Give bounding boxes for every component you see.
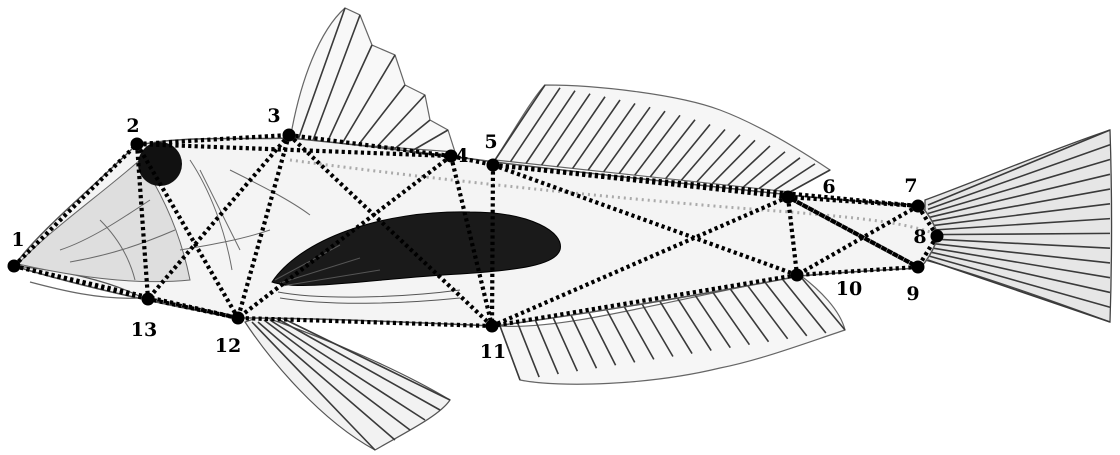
- landmark-label-6: 6: [822, 176, 835, 198]
- landmark-label-1: 1: [11, 229, 24, 251]
- caudal-fin: [925, 130, 1112, 322]
- first-dorsal-fin: [290, 8, 455, 152]
- landmark-label-7: 7: [904, 175, 917, 197]
- landmark-point-7: [912, 200, 925, 213]
- landmark-label-8: 8: [913, 226, 926, 248]
- landmark-label-5: 5: [484, 131, 497, 153]
- landmark-label-13: 13: [131, 319, 157, 341]
- landmark-point-11: [486, 320, 499, 333]
- landmark-label-10: 10: [836, 278, 862, 300]
- eye: [138, 142, 182, 186]
- landmark-point-13: [142, 293, 155, 306]
- landmark-label-3: 3: [267, 105, 280, 127]
- landmark-label-11: 11: [480, 341, 506, 363]
- landmark-point-2: [131, 138, 144, 151]
- landmark-point-12: [232, 312, 245, 325]
- landmark-point-9: [912, 261, 925, 274]
- landmark-label-9: 9: [906, 283, 919, 305]
- landmark-point-10: [791, 269, 804, 282]
- landmark-point-3: [283, 129, 296, 142]
- pelvic-fin: [245, 316, 450, 450]
- landmark-point-8: [931, 230, 944, 243]
- landmark-point-5: [487, 159, 500, 172]
- landmark-label-4: 4: [455, 145, 468, 167]
- landmark-point-1: [8, 260, 21, 273]
- landmark-label-12: 12: [215, 335, 241, 357]
- landmark-point-6: [782, 191, 795, 204]
- landmark-label-2: 2: [126, 115, 139, 137]
